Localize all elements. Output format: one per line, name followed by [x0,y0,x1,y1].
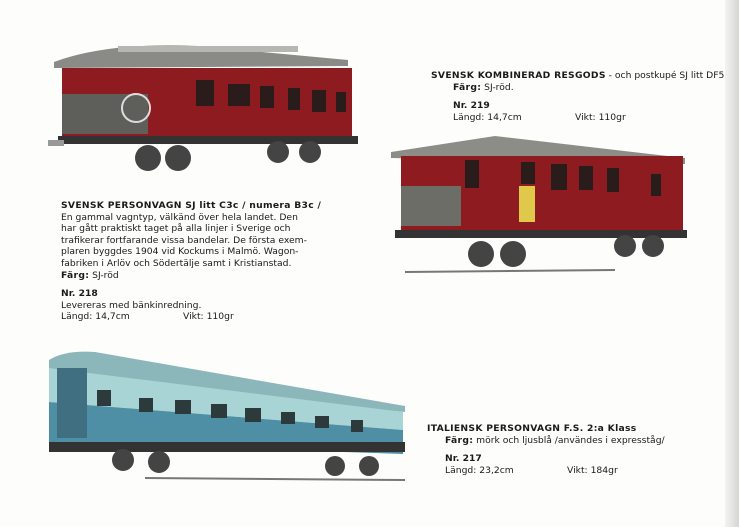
color-value: SJ-röd [92,269,119,281]
item-219-text: SVENSK KOMBINERAD RESGODS - och postkupé… [431,70,731,123]
item-title: SVENSK PERSONVAGN SJ litt C3c / numera B… [61,200,322,211]
item-weight: Vikt: 184gr [567,464,618,476]
item-217-text: ITALIENSK PERSONVAGN F.S. 2:a Klass Färg… [427,423,727,476]
item-number: Nr. 219 [453,100,490,112]
item-218-text: SVENSK PERSONVAGN SJ litt C3c / numera B… [61,200,341,323]
item-length: Längd: 14,7cm [61,311,130,323]
illustration-car-217 [49,351,406,481]
color-value: mörk och ljusblå /användes i expresståg/ [476,434,665,446]
item-length: Längd: 23,2cm [445,464,514,476]
color-label: Färg: [445,434,474,446]
item-description-line: har gått praktiskt taget på alla linjer … [61,223,291,235]
item-title: SVENSK KOMBINERAD RESGODS [431,70,606,81]
page-edge-shadow [725,0,739,527]
illustration-car-219 [391,136,687,273]
item-description-line: trafikerar fortfarande vissa bandelar. D… [61,234,307,246]
item-weight: Vikt: 110gr [575,111,626,123]
color-label: Färg: [61,269,90,281]
item-description-line: plaren byggdes 1904 vid Kockums i Malmö.… [61,246,299,258]
item-weight: Vikt: 110gr [183,311,234,323]
item-number: Nr. 218 [61,288,98,300]
illustration-car-218 [48,45,358,171]
item-number: Nr. 217 [445,453,482,465]
item-length: Längd: 14,7cm [453,111,522,123]
color-value: SJ-röd. [484,81,514,93]
item-title-rest: - och postkupé SJ litt DF5 [608,70,725,81]
item-title: ITALIENSK PERSONVAGN F.S. 2:a Klass [427,423,637,434]
color-label: Färg: [453,81,482,93]
item-note: Levereras med bänkinredning. [61,299,202,311]
item-description-line: fabriken i Arlöv och Södertälje samt i K… [61,257,292,269]
item-description-line: En gammal vagntyp, välkänd över hela lan… [61,211,298,223]
